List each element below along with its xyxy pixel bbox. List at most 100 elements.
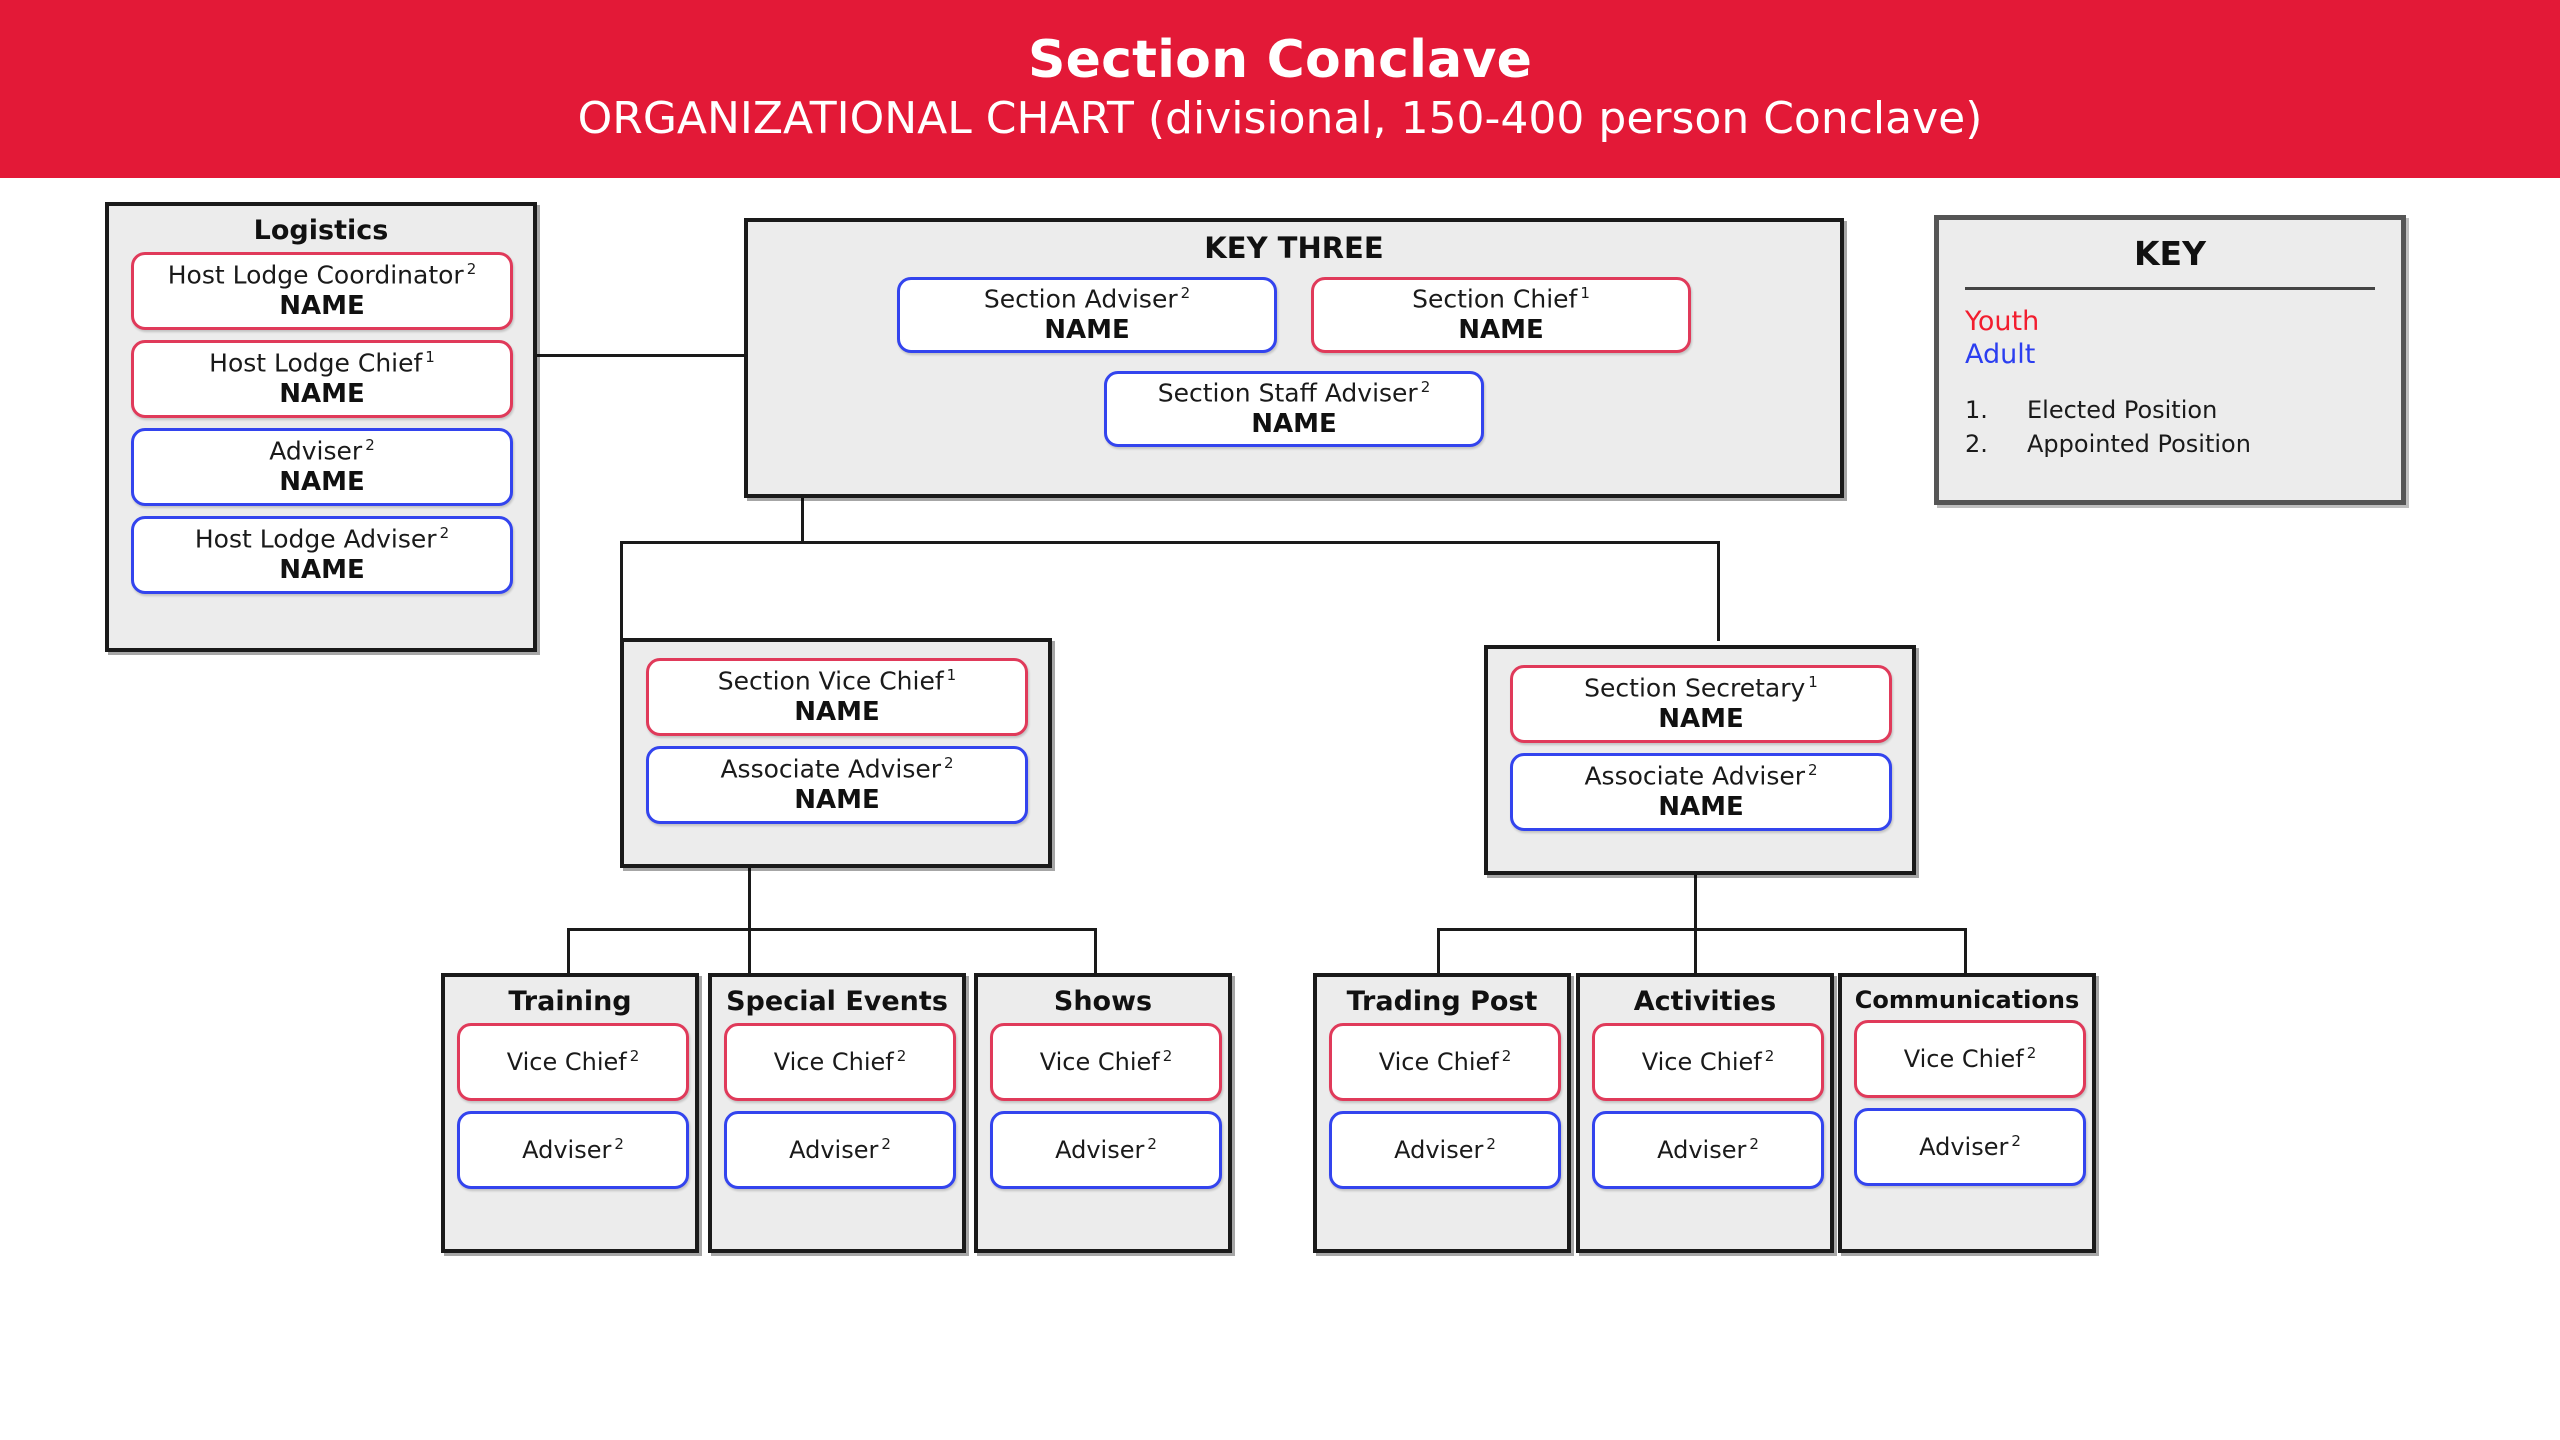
key-three-title: KEY THREE	[1204, 231, 1384, 265]
role-name: NAME	[1044, 315, 1130, 346]
connector-bus-to-vicechief	[620, 541, 623, 641]
key-legend: KEY Youth Adult 1. Elected Position 2. A…	[1934, 215, 2406, 505]
connector-bus-to-activities	[1694, 928, 1697, 975]
role-name: NAME	[1658, 704, 1744, 735]
key-legend-list: 1. Elected Position 2. Appointed Positio…	[1965, 396, 2401, 458]
committee-title: Activities	[1633, 986, 1777, 1017]
connector-bus-to-secretary	[1717, 541, 1720, 641]
committee-title: Special Events	[726, 986, 948, 1017]
role-name: NAME	[279, 555, 365, 586]
key-legend-item-label: Appointed Position	[2027, 430, 2251, 458]
list-item: 2. Appointed Position	[1965, 430, 2401, 458]
connector-bus-to-communications	[1964, 928, 1967, 975]
key-legend-youth-label: Youth	[1965, 306, 2040, 337]
connector-vicechief-bus	[567, 928, 1097, 931]
role-name: NAME	[1251, 409, 1337, 440]
role-name: NAME	[279, 379, 365, 410]
role-name: NAME	[794, 785, 880, 816]
committee-title: Training	[508, 986, 632, 1017]
page-subtitle: ORGANIZATIONAL CHART (divisional, 150-40…	[577, 93, 1983, 144]
connector-logistics-to-keythree	[536, 354, 746, 357]
connector-bus-to-shows	[1094, 928, 1097, 975]
connector-bus-to-training	[567, 928, 570, 975]
connector-secretary-drop	[1694, 872, 1697, 930]
role-name: NAME	[794, 697, 880, 728]
key-legend-item-number: 2.	[1965, 430, 1988, 458]
header-banner: Section Conclave ORGANIZATIONAL CHART (d…	[0, 0, 2560, 178]
connector-bus-to-special-events	[748, 928, 751, 975]
key-legend-divider	[1965, 287, 2375, 290]
connector-vicechief-drop	[748, 865, 751, 930]
key-legend-adult-label: Adult	[1965, 339, 2036, 370]
connector-keythree-bus	[620, 541, 1720, 544]
connector-bus-to-trading-post	[1437, 928, 1440, 975]
role-name: NAME	[279, 467, 365, 498]
list-item: 1. Elected Position	[1965, 396, 2401, 424]
key-legend-item-label: Elected Position	[2027, 396, 2218, 424]
